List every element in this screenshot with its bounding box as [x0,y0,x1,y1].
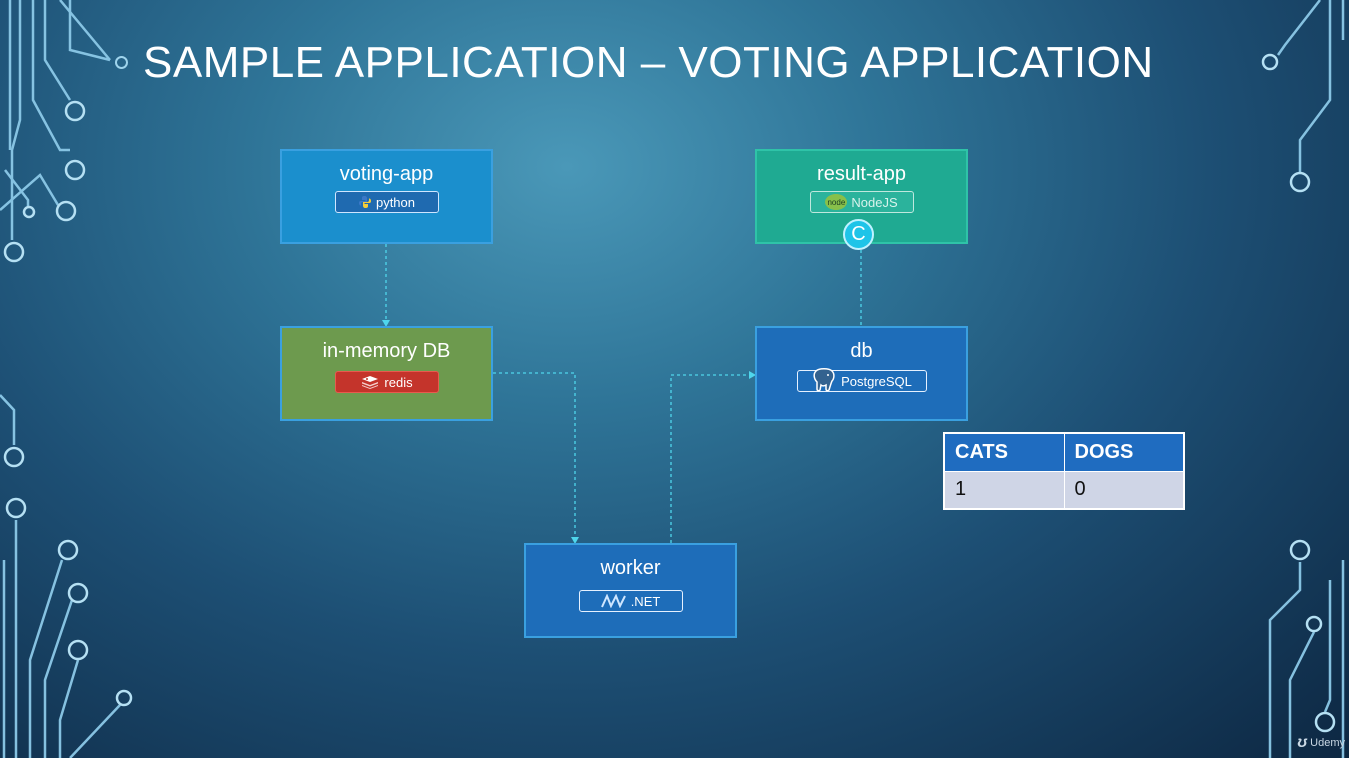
nodejs-icon: node [825,194,848,210]
python-icon [358,196,371,208]
table-header-row: CATS DOGS [943,432,1185,472]
redis-icon [362,376,379,389]
arrowhead-db [749,371,756,379]
postgresql-badge: PostgreSQL [796,367,927,392]
db-label: db [850,340,873,362]
table-row: 1 0 [943,470,1185,510]
slide-title: SAMPLE APPLICATION – VOTING APPLICATION [143,38,1154,87]
redis-badge: redis [334,371,439,393]
nodejs-text: NodeJS [851,194,898,210]
udemy-logo-icon: ʊ [1297,734,1308,751]
title-bullet [115,56,128,69]
header-cats: CATS [943,432,1065,472]
postgresql-text: PostgreSQL [841,373,912,389]
in-memory-db-label: in-memory DB [322,340,451,362]
connector-redis-to-worker [493,372,576,539]
arrowhead-worker [571,537,579,544]
python-badge: python [334,191,439,213]
python-text: python [375,194,416,210]
header-dogs: DOGS [1063,432,1185,472]
redis-text: redis [384,374,413,390]
value-cats: 1 [943,470,1065,510]
voting-app-node: voting-app python [280,149,493,244]
dotnet-badge: .NET [578,590,683,612]
dotnet-wave-icon [600,594,626,608]
value-dogs: 0 [1063,470,1185,510]
in-memory-db-node: in-memory DB redis [280,326,493,421]
connector-worker-to-db [670,374,751,543]
nodejs-badge: node NodeJS [809,191,914,213]
arrowhead-redis [382,320,390,327]
db-node: db PostgreSQL [755,326,968,421]
dotnet-text: .NET [630,593,661,609]
udemy-text: Udemy [1310,737,1345,749]
worker-label: worker [600,557,661,579]
postgresql-elephant-icon [813,367,835,391]
cursor-marker: C [843,219,874,250]
vote-results-table: CATS DOGS 1 0 [943,432,1185,510]
worker-node: worker .NET [524,543,737,638]
voting-app-label: voting-app [339,163,434,185]
udemy-watermark: ʊ Udemy [1297,734,1345,752]
result-app-label: result-app [817,163,906,185]
